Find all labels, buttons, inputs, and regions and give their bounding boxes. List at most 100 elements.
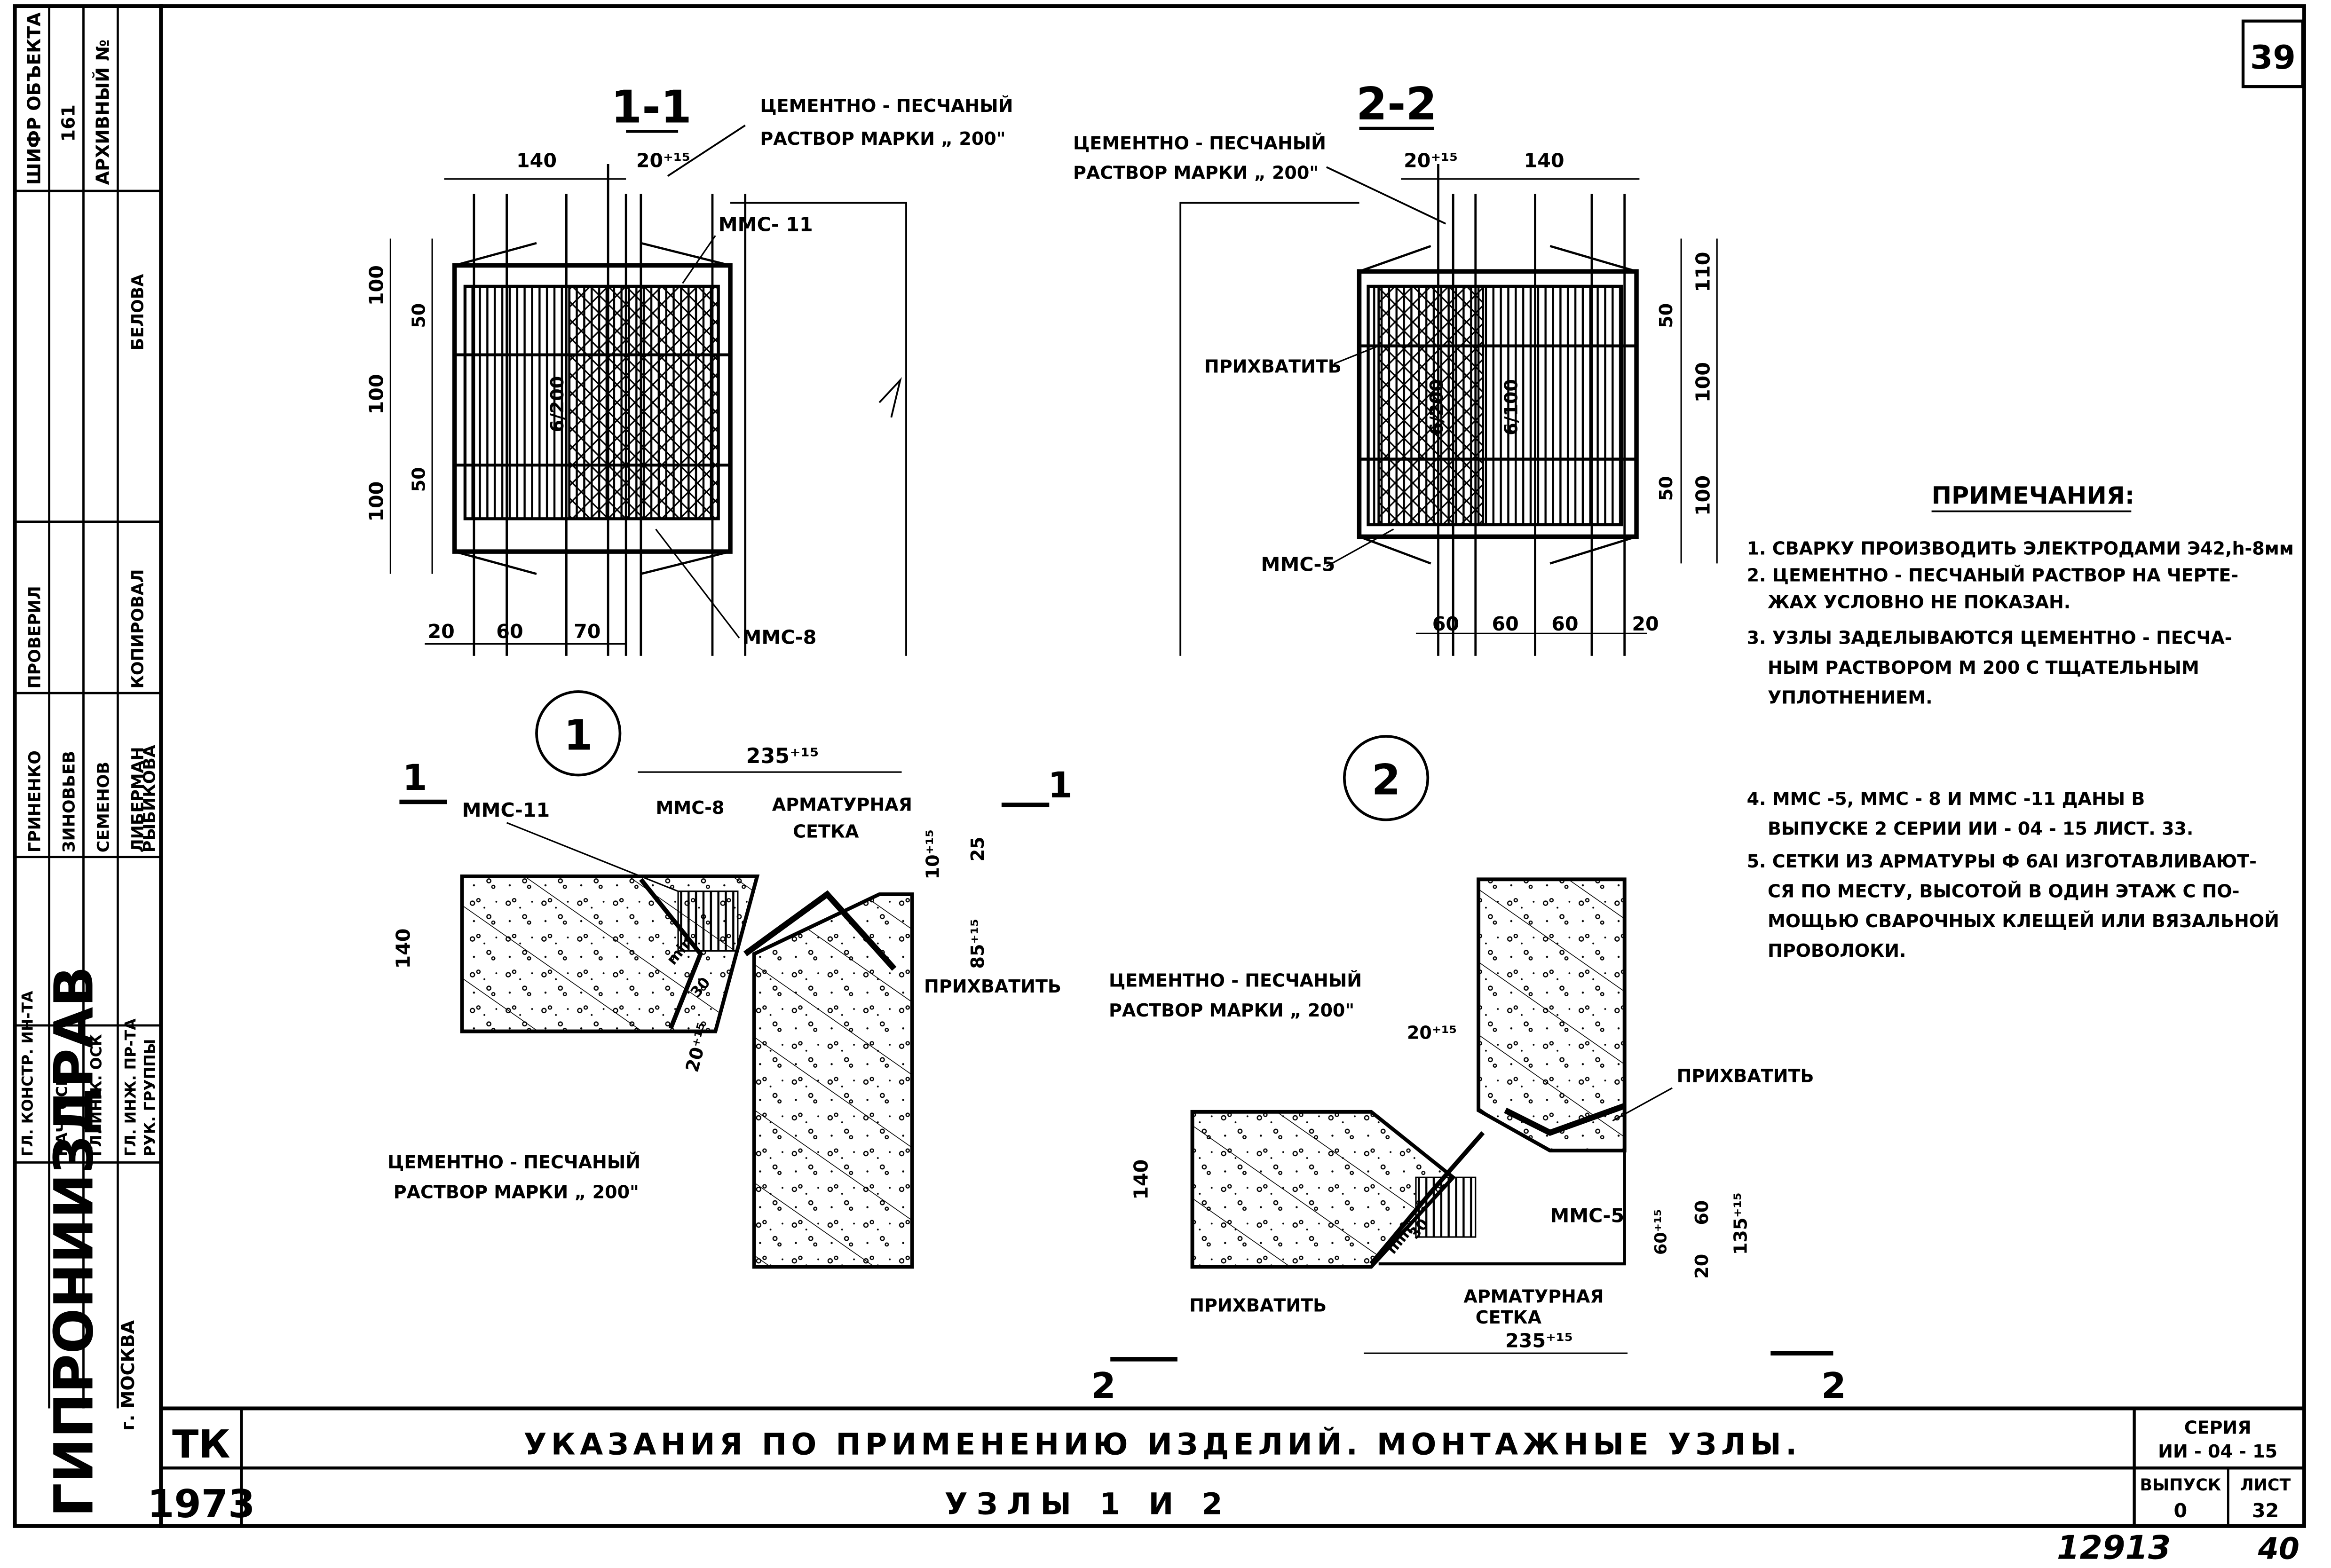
stamp-copied-name: БЕЛОВА [128, 274, 147, 351]
section-1-1-mortar-1: ЦЕМЕНТНО - ПЕСЧАНЫЙ [760, 95, 1013, 116]
node-2-mesh-2: СЕТКА [1476, 1307, 1542, 1328]
s22-dim-60-b: 60 [1492, 613, 1518, 635]
issue-value: 0 [2174, 1499, 2188, 1522]
s11-dim-20: 20⁺¹⁵ [636, 149, 690, 172]
stamp-org: ГИПРОНИИЗДРАВ [43, 966, 105, 1517]
node-1-mmc-8: ММС-8 [656, 797, 725, 818]
node-2-dim-235: 235⁺¹⁵ [1505, 1330, 1573, 1352]
stamp-code-value: 161 [58, 104, 79, 142]
note-line-1: 1. СВАРКУ ПРОИЗВОДИТЬ ЭЛЕКТРОДАМИ Э42,h-… [1747, 538, 2294, 559]
tk-label: ТК [172, 1422, 230, 1467]
node-1: 1 1 1 235⁺¹⁵ ММС-11 ММС-8 АРМАТУРНАЯ СЕТ… [387, 690, 1362, 1269]
node-2-dim-60: 60 [1691, 1200, 1712, 1225]
node-1-cut-left: 1 [403, 756, 427, 798]
node-1-mortar-l1: ЦЕМЕНТНО - ПЕСЧАНЫЙ [387, 1152, 640, 1173]
s22-dim-50-b: 50 [1656, 476, 1676, 501]
node-1-dim-140: 140 [392, 929, 415, 969]
s11-dim-140: 140 [516, 149, 557, 172]
s22-dim-110: 110 [1691, 252, 1714, 292]
s22-dim-100-a: 100 [1691, 362, 1714, 402]
s11-dim-50-a: 50 [408, 303, 429, 328]
node-2-mmc-5: ММС-5 [1550, 1204, 1624, 1227]
node-1-cut-right: 1 [1048, 764, 1073, 806]
node-2-dim-135: 135⁺¹⁵ [1730, 1192, 1751, 1255]
s22-dim-60-c: 60 [1551, 613, 1578, 635]
node-1-mortar-l2: РАСТВОР МАРКИ „ 200" [394, 1182, 639, 1203]
section-1-1-mortar-2: РАСТВОР МАРКИ „ 200" [760, 128, 1005, 149]
node-2-mesh-1: АРМАТУРНАЯ [1463, 1286, 1604, 1307]
stamp-archive-title: АРХИВНЫЙ № [92, 39, 113, 185]
sheet-title: УКАЗАНИЯ ПО ПРИМЕНЕНИЮ ИЗДЕЛИЙ. МОНТАЖНЫ… [524, 1426, 1802, 1462]
stamp-checked: ПРОВЕРИЛ [26, 586, 45, 688]
archive-number: 12913 [2057, 1529, 2171, 1567]
s11-dim-100-b: 100 [365, 374, 388, 414]
section-2-2-mortar-2: РАСТВОР МАРКИ „ 200" [1073, 163, 1319, 183]
node-1-dim-85: 85⁺¹⁵ [967, 919, 988, 969]
node-1-dim-10: 10⁺¹⁵ [923, 829, 943, 879]
s22-mesh-label-a: 6/200 [1426, 379, 1447, 435]
section-2-2: 2-2 ЦЕМЕНТНО - ПЕСЧАНЫЙ РАСТВОР МАРКИ „ … [1073, 79, 1718, 656]
node-1-mesh-1: АРМАТУРНАЯ [772, 795, 912, 815]
note-line-2: 2. ЦЕМЕНТНО - ПЕСЧАНЫЙ РАСТВОР НА ЧЕРТЕ- [1747, 565, 2239, 585]
stamp-name-5: РЫБИКОВА [141, 745, 159, 852]
note-line-9: 5. СЕТКИ ИЗ АРМАТУРЫ Ф 6АI ИЗГОТАВЛИВАЮТ… [1747, 851, 2257, 872]
s22-dim-50-a: 50 [1656, 303, 1676, 328]
note-line-12: ПРОВОЛОКИ. [1768, 940, 1906, 961]
series-label: СЕРИЯ [2184, 1417, 2252, 1438]
section-2-2-title: 2-2 [1356, 79, 1437, 130]
node-2: 2 ПРИХВАТИТЬ ПРИХВАТИТЬ 20⁺¹⁵ 140 60⁺¹⁵ … [1091, 735, 1846, 1406]
node-1-dim-235: 235⁺¹⁵ [746, 744, 819, 768]
stamp-role-1: ГРИНЕНКО [26, 750, 45, 852]
s22-dim-20: 20 [1632, 613, 1659, 635]
node-2-cut-left: 2 [1091, 1364, 1116, 1406]
sheet-value: 32 [2252, 1499, 2279, 1522]
note-line-10: СЯ ПО МЕСТУ, ВЫСОТОЙ В ОДИН ЭТАЖ С ПО- [1768, 881, 2240, 901]
section-1-1: 1-1 ЦЕМЕНТНО - ПЕСЧАНЫЙ РАСТВОР МАРКИ „ … [365, 81, 1013, 656]
sheet-subtitle: УЗЛЫ 1 И 2 [945, 1487, 1232, 1521]
node-1-mmc-11: ММС-11 [462, 799, 550, 821]
note-line-6: УПЛОТНЕНИЕМ. [1768, 687, 1933, 708]
s11-dim-20: 20 [427, 620, 454, 643]
node-2-dim-20b: 20 [1691, 1254, 1712, 1279]
s11-dim-100-a: 100 [365, 265, 388, 306]
sheet-number: 39 [2250, 39, 2296, 77]
sheet-frame [13, 4, 2306, 1528]
stamp-role-c: ГЛ. ИНЖ. ОСК [88, 1034, 105, 1157]
s11-dim-70: 70 [574, 620, 601, 643]
node-1-number: 1 [564, 711, 593, 760]
note-line-4: 3. УЗЛЫ ЗАДЕЛЫВАЮТСЯ ЦЕМЕНТНО - ПЕСЧА- [1747, 628, 2232, 648]
node-1-mesh-2: СЕТКА [793, 821, 859, 842]
node-2-number: 2 [1372, 756, 1401, 804]
stamp-copied: КОПИРОВАЛ [128, 569, 147, 688]
s11-dim-60: 60 [496, 620, 523, 643]
section-2-2-mortar-1: ЦЕМЕНТНО - ПЕСЧАНЫЙ [1073, 133, 1326, 153]
stamp-number: 40 [2258, 1531, 2299, 1566]
s11-dim-50-b: 50 [408, 467, 429, 492]
node-2-grab-bottom: ПРИХВАТИТЬ [1189, 1295, 1327, 1316]
node-2-dim-140: 140 [1130, 1159, 1152, 1200]
notes-title: ПРИМЕЧАНИЯ: [1932, 482, 2135, 510]
stamp-role-e: РУК. ГРУППЫ [142, 1039, 159, 1157]
node-2-grab-top: ПРИХВАТИТЬ [1677, 1065, 1814, 1086]
sheet-label: ЛИСТ [2240, 1476, 2291, 1495]
s11-mesh-label: 6/200 [547, 376, 568, 433]
section-1-1-title: 1-1 [611, 81, 692, 133]
stamp-role-a: ГЛ. КОНСТР. ИН-ТА [20, 991, 37, 1157]
s22-dim-20: 20⁺¹⁵ [1404, 149, 1458, 172]
s22-mesh-label-b: 6/100 [1501, 379, 1521, 435]
s11-mmc-11: ММС- 11 [719, 213, 813, 236]
title-block: ТК 1973 УКАЗАНИЯ ПО ПРИМЕНЕНИЮ ИЗДЕЛИЙ. … [147, 1406, 2304, 1527]
node-1-grab: ПРИХВАТИТЬ [924, 976, 1061, 997]
note-line-8: ВЫПУСКЕ 2 СЕРИИ ИИ - 04 - 15 ЛИСТ. 33. [1768, 818, 2193, 839]
s11-dim-100-c: 100 [365, 481, 388, 522]
s22-dim-100-b: 100 [1691, 475, 1714, 516]
node-2-circle [1343, 735, 1430, 821]
s22-mmc-5: ММС-5 [1261, 553, 1335, 575]
s11-mmc-8: ММС-8 [742, 626, 816, 649]
stamp-name-3: СЕМЕНОВ [94, 762, 113, 852]
stamp-name-4: ЛИБЕРМАН [128, 747, 147, 852]
issue-label: ВЫПУСК [2140, 1476, 2221, 1495]
side-stamp: ШИФР ОБЪЕКТА 161 АРХИВНЫЙ № ГРИНЕНКО ЗИН… [15, 6, 161, 1517]
notes: ПРИМЕЧАНИЯ: 1. СВАРКУ ПРОИЗВОДИТЬ ЭЛЕКТР… [1747, 482, 2294, 961]
node-2-dim-60-15: 60⁺¹⁵ [1651, 1209, 1670, 1255]
